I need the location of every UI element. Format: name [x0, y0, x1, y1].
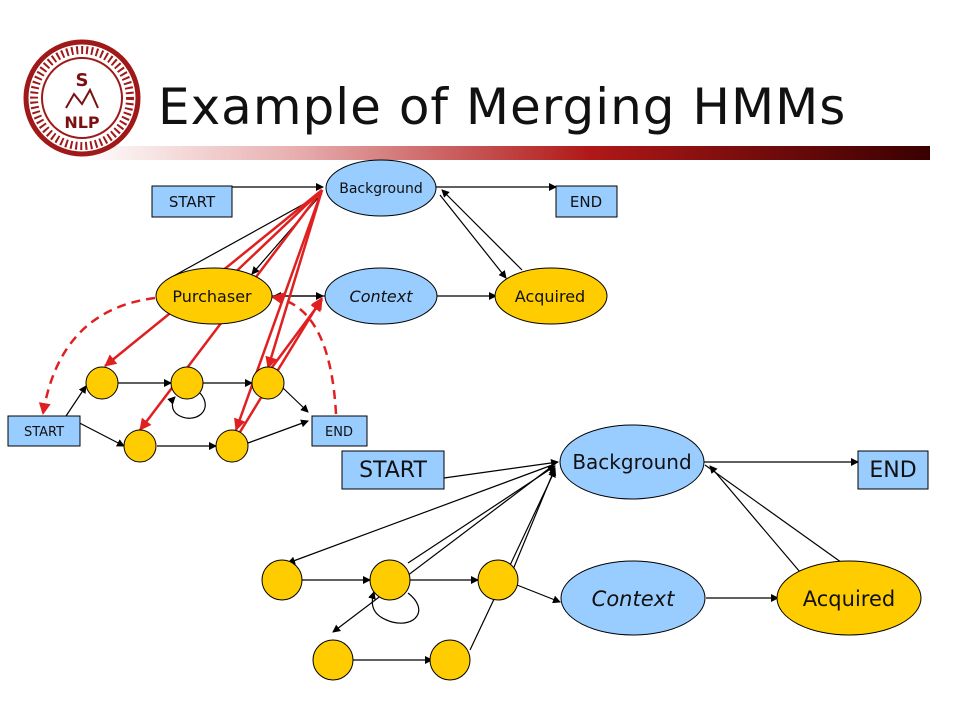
top-acquired-state: [494, 267, 608, 325]
merged-chain-node: [369, 559, 411, 601]
chain-node: [215, 429, 249, 463]
top-context-label: Context: [350, 287, 414, 306]
merged-chain-node: [429, 639, 471, 681]
top-start-label: START: [169, 193, 216, 211]
chain-end-label: END: [325, 425, 353, 440]
merged-start-box: [341, 450, 445, 490]
chain-end-box: [311, 415, 368, 447]
merged-end-box: [857, 450, 929, 490]
chain-node: [123, 429, 157, 463]
top-start-box: [151, 185, 233, 218]
merged-context-label: Context: [592, 587, 675, 611]
chain-node: [170, 366, 204, 400]
merged-acquired-state: [776, 560, 922, 636]
chain-node: [85, 366, 119, 400]
merged-chain-node: [312, 639, 354, 681]
top-end-box: [555, 185, 618, 218]
chain-start-label: START: [24, 425, 64, 440]
slide-title: Example of Merging HMMs: [158, 78, 847, 136]
top-background-label: Background: [339, 181, 423, 197]
stanford-nlp-logo: S NLP: [23, 39, 141, 157]
title-underline-bar: [80, 146, 930, 160]
merged-start-label: START: [359, 458, 427, 483]
chain-node: [251, 366, 285, 400]
merged-background-state: [559, 424, 705, 500]
top-background-state: [325, 159, 437, 217]
top-acquired-label: Acquired: [515, 287, 585, 306]
merged-background-label: Background: [572, 450, 691, 474]
top-context-state: [324, 267, 438, 325]
svg-text:S: S: [76, 70, 89, 91]
red-dashed-arcs: [38, 292, 338, 415]
chain-start-box: [7, 415, 81, 447]
merged-black-arrows: [287, 458, 859, 664]
merged-context-state: [560, 560, 706, 636]
merged-end-label: END: [869, 458, 916, 483]
merged-acquired-label: Acquired: [803, 587, 895, 611]
merged-chain-node: [477, 559, 519, 601]
top-purchaser-label: Purchaser: [172, 287, 252, 306]
top-black-arrows: [65, 183, 557, 450]
svg-text:NLP: NLP: [64, 113, 100, 132]
dashed-arc-end: [271, 292, 338, 415]
top-purchaser-state: [155, 267, 273, 325]
top-end-label: END: [570, 193, 602, 211]
dashed-arc-start: [38, 296, 156, 415]
merged-chain-node: [261, 559, 303, 601]
